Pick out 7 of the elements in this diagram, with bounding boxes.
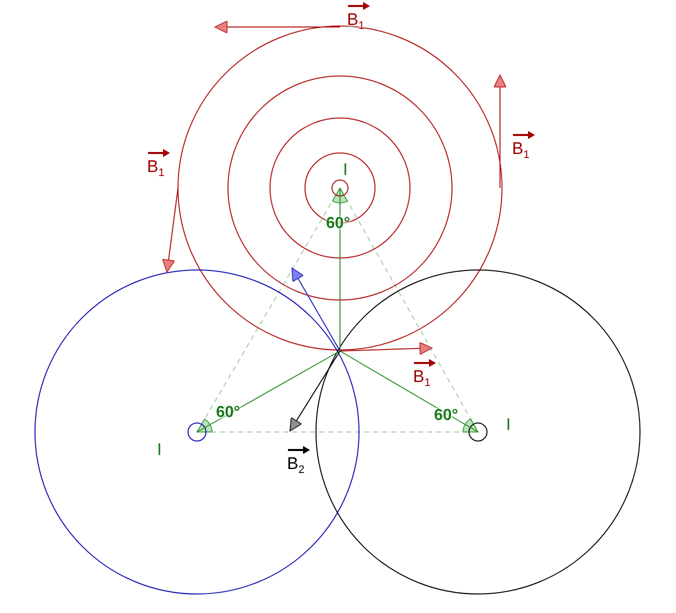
vector-label: B$_{2}$ xyxy=(287,446,304,476)
current-label: I xyxy=(343,161,348,178)
current-label: I xyxy=(506,416,511,433)
vector-label: B$_{1}$ xyxy=(147,149,164,179)
vector-label: B$_{1}$ xyxy=(413,359,430,389)
current-label: I xyxy=(157,441,162,458)
vector-label: B$_{1}$ xyxy=(512,131,530,161)
